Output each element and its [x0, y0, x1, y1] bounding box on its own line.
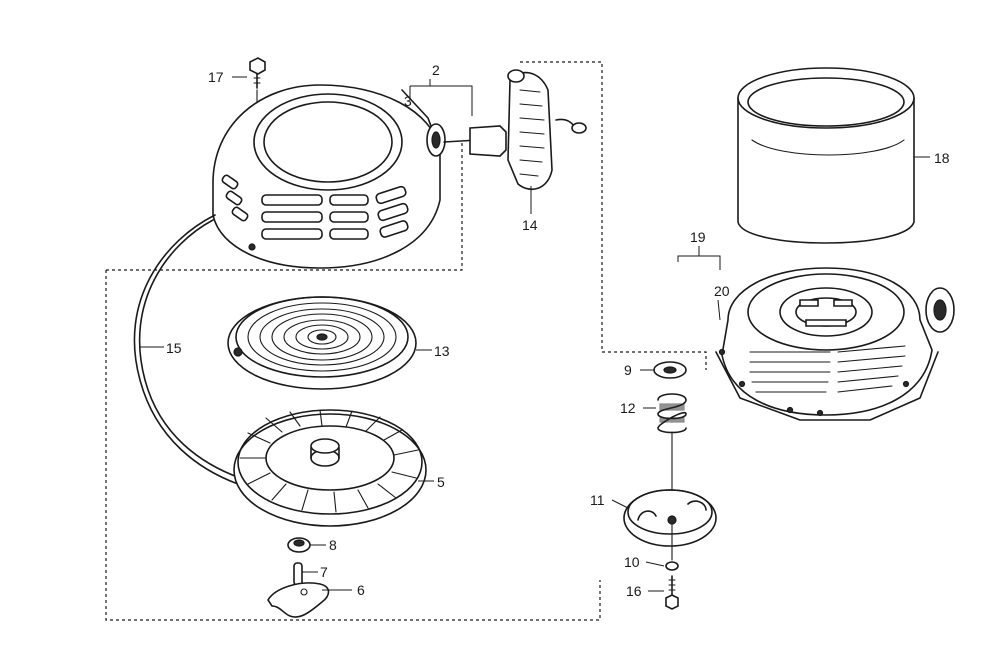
part-5-reel [233, 409, 427, 527]
part-11-friction-plate [623, 489, 717, 561]
label-19: 19 [690, 229, 706, 245]
label-16: 16 [626, 583, 642, 599]
assembly-frame [105, 61, 707, 621]
part-8-nut [287, 537, 311, 553]
part-12-spring [657, 393, 687, 501]
label-8: 8 [329, 537, 337, 553]
starter-housing [212, 84, 446, 269]
label-6: 6 [357, 582, 365, 598]
leader-lines [140, 76, 930, 592]
part-14-starter-grip [443, 69, 587, 191]
part-13-recoil-spring [227, 296, 417, 390]
part-7-pin [293, 562, 303, 586]
housing-vent-slots [221, 174, 409, 240]
part-6-ratchet [267, 582, 330, 618]
part-10-washer [665, 561, 679, 571]
label-15: 15 [166, 340, 182, 356]
housing20-vents [749, 345, 906, 393]
label-9: 9 [624, 362, 632, 378]
reel-ribs [239, 409, 419, 513]
label-7: 7 [320, 564, 328, 580]
label-13: 13 [434, 343, 450, 359]
label-20: 20 [714, 283, 730, 299]
label-2: 2 [432, 62, 440, 78]
label-12: 12 [620, 400, 636, 416]
part-9-washer [653, 361, 687, 379]
label-17: 17 [208, 69, 224, 85]
part-18-cover-cup [737, 67, 915, 244]
label-5: 5 [437, 474, 445, 490]
label-3: 3 [404, 93, 412, 109]
part-16-rope [133, 214, 241, 485]
part-20-housing [715, 267, 955, 421]
part-number-labels: 17 2 3 14 18 19 20 15 13 9 12 5 11 8 10 … [166, 62, 950, 599]
label-11: 11 [590, 492, 605, 508]
part-16-bolt [665, 575, 679, 610]
label-10: 10 [624, 554, 640, 570]
label-14: 14 [522, 217, 538, 233]
label-18: 18 [934, 150, 950, 166]
